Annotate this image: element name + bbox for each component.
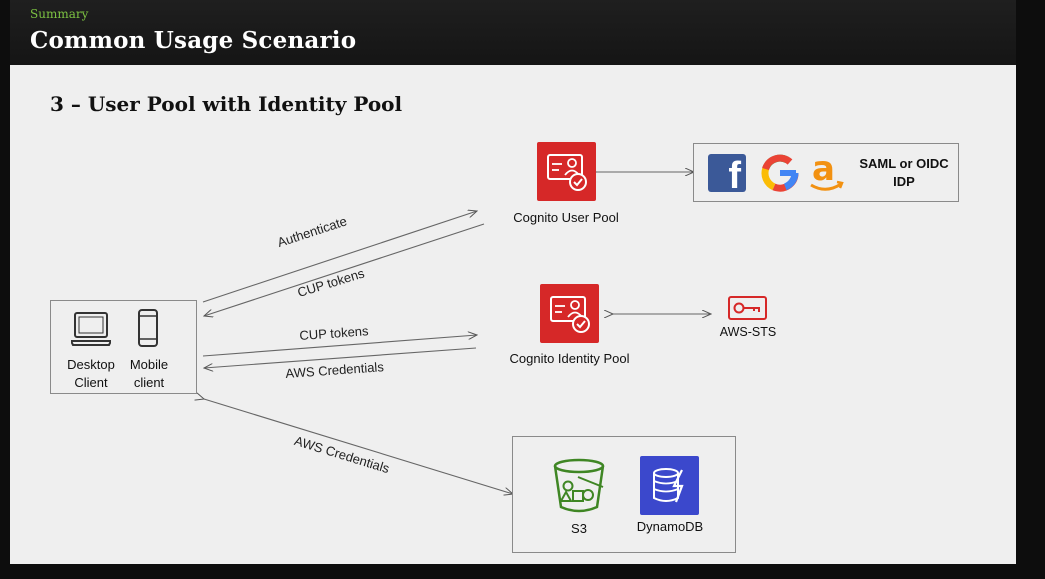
cup-tokens-arrow: [202, 335, 477, 357]
scenario-subtitle: 3 – User Pool with Identity Pool: [50, 92, 403, 116]
facebook-icon: f: [708, 154, 746, 192]
aws-credentials-s3-arrow: [204, 399, 513, 494]
idp-label: SAML or OIDC IDP: [859, 156, 949, 189]
mobile-phone-icon: [138, 309, 158, 347]
aws-sts-label: AWS-STS: [719, 325, 777, 339]
authenticate-arrow: [202, 211, 477, 303]
aws-credentials-return-arrow: [204, 347, 477, 368]
section-label: Summary: [30, 7, 89, 21]
right-edge-band: [1016, 0, 1045, 579]
dynamodb-label: DynamoDB: [636, 519, 704, 534]
s3-label: S3: [571, 521, 587, 536]
google-icon: [761, 154, 799, 192]
desktop-client-label: Desktop Client: [67, 357, 115, 390]
s3-bucket-icon: [553, 458, 605, 513]
amazon-icon: a: [810, 152, 844, 191]
client-box: Desktop Client Mobile client: [50, 300, 197, 394]
cognito-identity-pool-label: Cognito Identity Pool: [509, 351, 630, 366]
slide-title: Common Usage Scenario: [30, 27, 357, 54]
sts-key-icon: [728, 296, 767, 320]
slide-header: Summary Common Usage Scenario: [10, 0, 1016, 65]
connector-arrows: [10, 65, 1016, 564]
cognito-user-pool-label: Cognito User Pool: [513, 210, 619, 225]
dynamodb-icon: [640, 456, 699, 515]
laptop-icon: [71, 312, 111, 346]
svg-text:a: a: [812, 152, 835, 189]
cup-tokens-return-arrow: [204, 223, 485, 316]
idp-box: f a SAML or OIDC IDP: [693, 143, 959, 202]
cognito-identity-pool-icon: [540, 284, 599, 343]
slide-body: 3 – User Pool with Identity Pool Authent…: [10, 65, 1016, 564]
storage-box: S3 DynamoDB: [512, 436, 736, 553]
cognito-user-pool-icon: [537, 142, 596, 201]
mobile-client-label: Mobile client: [129, 357, 169, 390]
